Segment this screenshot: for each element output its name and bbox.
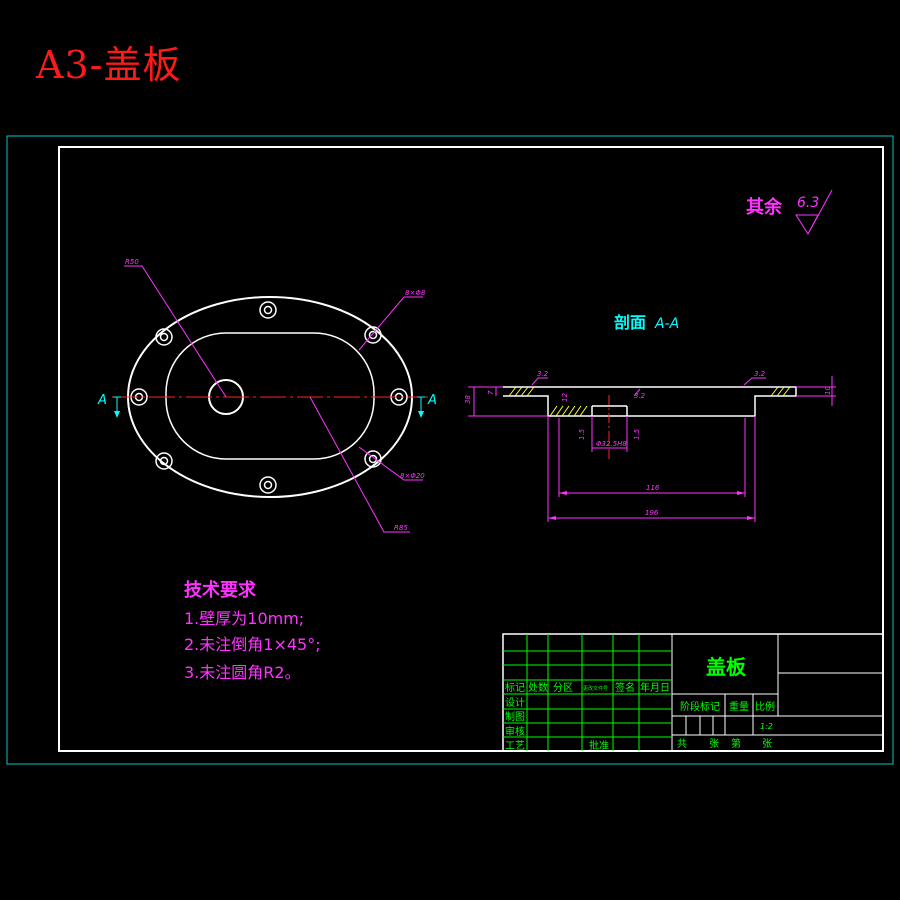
dim-c10: 1.5	[633, 428, 641, 440]
tb-stage: 阶段标记	[680, 700, 720, 713]
bolt-holes	[130, 301, 408, 494]
section-profile	[503, 386, 797, 417]
tb-approve: 批准	[589, 739, 609, 752]
roughness-value: 6.3	[797, 195, 819, 211]
inner-cavity-outline	[165, 332, 375, 460]
section-title-prefix: 剖面	[614, 313, 646, 332]
tb-review: 审核	[505, 725, 525, 738]
dim-overall: 196	[645, 509, 659, 517]
plan-view: R50 8×Φ8 8×Φ20 R85 A A	[97, 258, 437, 533]
roughness-note: 其余 6.3	[746, 189, 833, 235]
tb-total: 共	[677, 738, 687, 750]
requirements-heading: 技术要求	[184, 579, 257, 601]
tb-weight: 重量	[729, 700, 749, 713]
outer-border	[6, 135, 894, 765]
tb-scale-label: 比例	[755, 700, 775, 713]
tb-sheet-1: 张	[709, 738, 719, 750]
dim-bore: Φ32.5H8	[596, 440, 627, 448]
inner-border	[58, 146, 884, 752]
roughness-symbol	[795, 189, 833, 235]
dim-roughness-left: 3.2	[537, 370, 549, 378]
roughness-label: 其余	[746, 196, 783, 218]
section-marker-right: A	[417, 393, 437, 418]
section-view: 剖面 A-A	[464, 313, 836, 522]
tb-scale: 1:2	[760, 722, 773, 731]
dim-flange: 10	[824, 386, 832, 395]
requirement-item-2: 2.未注倒角1×45°;	[184, 635, 321, 654]
tb-sheet-2: 张	[762, 738, 772, 750]
sheet-title: A3-盖板	[36, 43, 182, 87]
part-name: 盖板	[706, 655, 747, 679]
section-title-id: A-A	[654, 316, 679, 332]
section-marker-left: A	[97, 393, 121, 418]
svg-text:A: A	[97, 393, 107, 408]
requirement-item-1: 1.壁厚为10mm;	[184, 609, 304, 628]
technical-requirements: 技术要求 1.壁厚为10mm; 2.未注倒角1×45°; 3.未注圆角R2。	[184, 579, 321, 682]
dim-c15: 1.5	[578, 428, 586, 440]
tb-mark: 标记	[505, 682, 525, 694]
tb-date: 年月日	[640, 681, 670, 694]
plan-leaders	[124, 265, 423, 533]
title-block: 盖板 标记 处数 分区 更改文件号 签名 年月日 设计 制图 审核 工艺 批准 …	[502, 633, 884, 752]
section-dim-arrows	[548, 491, 755, 520]
section-hatch	[508, 386, 791, 417]
tb-change-doc: 更改文件号	[583, 685, 608, 692]
dim-step: 7	[487, 390, 495, 395]
tb-design: 设计	[505, 696, 525, 709]
dim-inner: 116	[646, 484, 660, 492]
dim-height: 38	[464, 395, 472, 404]
dim-roughness-right: 3.2	[754, 370, 766, 378]
tb-sign: 签名	[615, 681, 635, 694]
section-dim-lines	[468, 376, 836, 522]
tb-process: 工艺	[505, 740, 525, 752]
tb-count: 处数	[528, 681, 548, 694]
callout-holes-bottom: 8×Φ20	[400, 472, 425, 480]
dim-c12: 12	[561, 393, 569, 402]
callout-holes-top: 8×Φ8	[405, 289, 426, 297]
dim-roughness-mid: 3.2	[634, 392, 646, 400]
tb-draw: 制图	[505, 710, 525, 723]
requirement-item-3: 3.未注圆角R2。	[184, 663, 301, 682]
tb-zone: 分区	[553, 682, 573, 694]
svg-text:A: A	[427, 393, 437, 408]
tb-number: 第	[731, 737, 741, 750]
callout-r50: R50	[125, 258, 139, 266]
callout-r85: R85	[394, 524, 408, 532]
